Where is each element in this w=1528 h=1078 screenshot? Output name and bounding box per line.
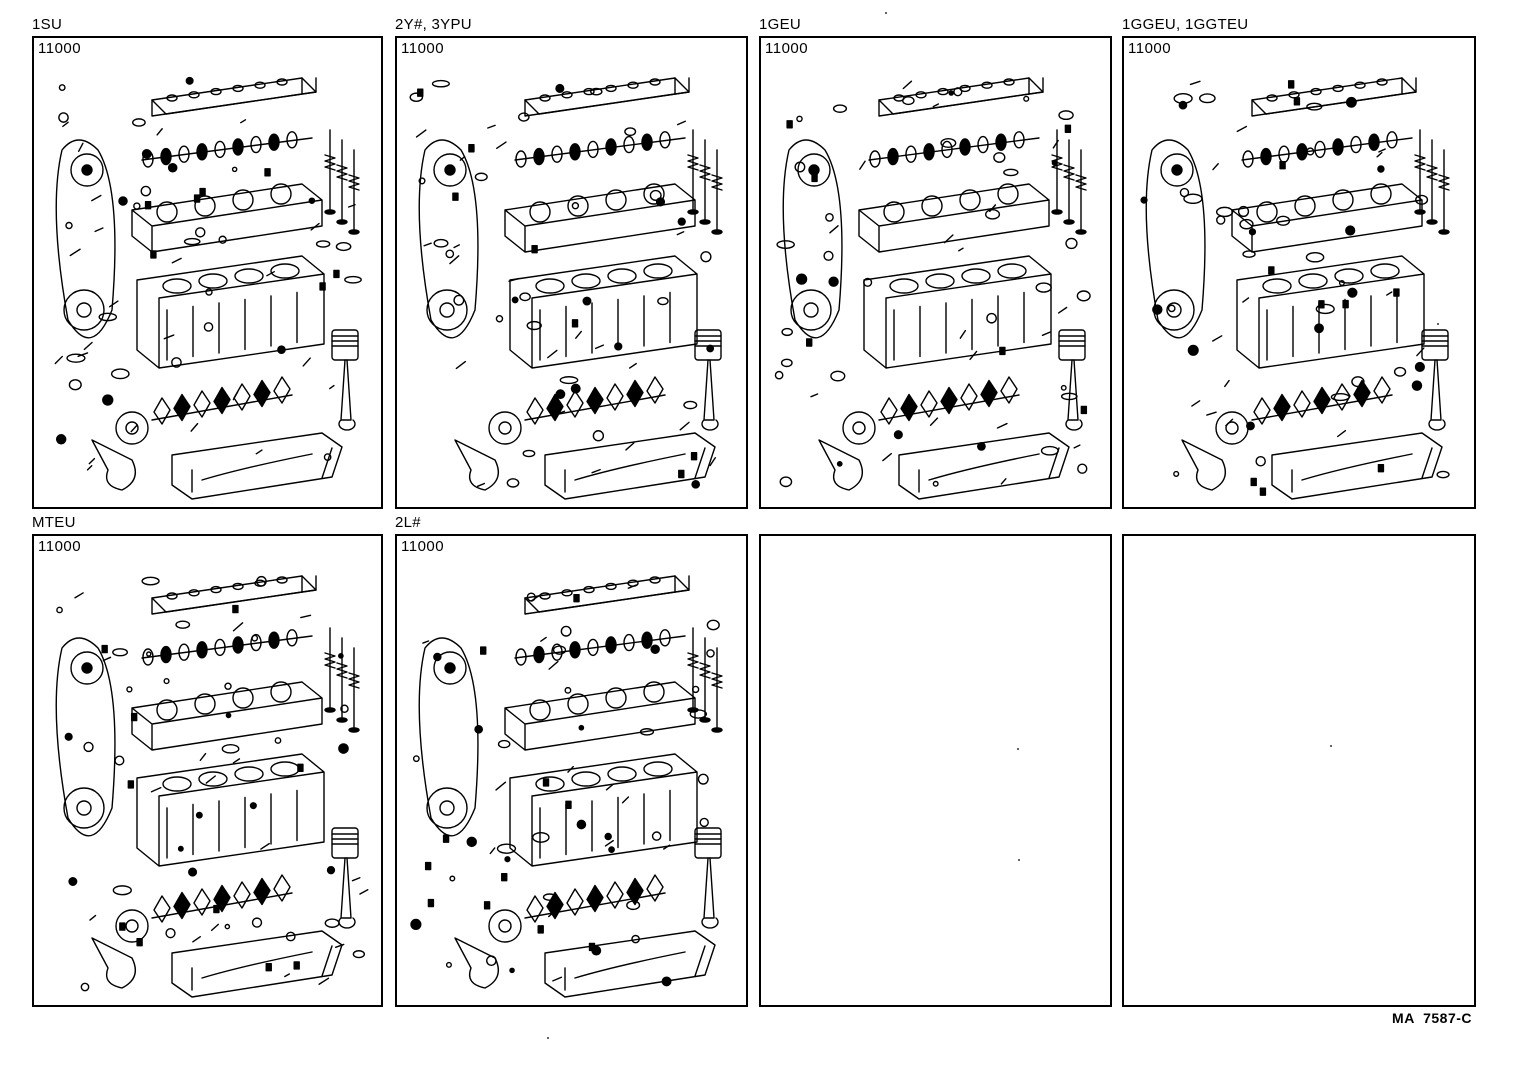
engine-assembly-illustration bbox=[42, 558, 372, 998]
scan-speck bbox=[1018, 859, 1020, 861]
scan-speck bbox=[1437, 323, 1439, 325]
engine-label: 1SU bbox=[32, 16, 63, 33]
engine-exploded-view bbox=[54, 76, 362, 500]
illustration-frame: 11000 bbox=[395, 36, 748, 509]
engine-assembly-illustration bbox=[42, 60, 372, 500]
engine-label: 1GGEU, 1GGTEU bbox=[1122, 16, 1249, 33]
illustration-frame: 11000 bbox=[759, 36, 1112, 509]
scan-speck bbox=[885, 12, 887, 14]
engine-label: MTEU bbox=[32, 514, 76, 531]
part-code: 11000 bbox=[1128, 40, 1172, 57]
illustration-frame: 11000 bbox=[32, 534, 383, 1007]
catalog-reference: MA 7587-C bbox=[1392, 1010, 1472, 1026]
engine-exploded-view bbox=[409, 77, 723, 500]
panel-1geu[interactable]: 1GEU 11000 bbox=[759, 16, 1112, 509]
panel-1su[interactable]: 1SU 11000 bbox=[32, 16, 383, 509]
illustration-frame bbox=[759, 534, 1112, 1007]
illustration-frame: 11000 bbox=[32, 36, 383, 509]
illustration-frame: 11000 bbox=[1122, 36, 1476, 509]
part-code: 11000 bbox=[401, 40, 445, 57]
engine-assembly-illustration bbox=[405, 60, 735, 500]
part-code: 11000 bbox=[38, 40, 82, 57]
engine-label: 1GEU bbox=[759, 16, 802, 33]
scan-speck bbox=[547, 1037, 549, 1039]
engine-assembly-illustration bbox=[1132, 60, 1462, 500]
part-code: 11000 bbox=[765, 40, 809, 57]
part-code: 11000 bbox=[38, 538, 82, 555]
engine-exploded-view bbox=[774, 77, 1091, 500]
panel-2y-3ypu[interactable]: 2Y#, 3YPU 11000 bbox=[395, 16, 748, 509]
engine-assembly-illustration bbox=[769, 60, 1099, 500]
engine-assembly-illustration bbox=[405, 558, 735, 998]
engine-exploded-view bbox=[1140, 77, 1450, 500]
engine-exploded-view bbox=[410, 575, 723, 998]
scan-speck bbox=[1017, 748, 1019, 750]
scan-speck bbox=[1330, 745, 1332, 747]
panel-empty-2 bbox=[1122, 514, 1476, 1007]
illustration-frame: 11000 bbox=[395, 534, 748, 1007]
illustration-frame bbox=[1122, 534, 1476, 1007]
engine-label: 2Y#, 3YPU bbox=[395, 16, 472, 33]
panel-mteu[interactable]: MTEU 11000 bbox=[32, 514, 383, 1007]
engine-label: 2L# bbox=[395, 514, 421, 531]
panel-2l[interactable]: 2L# 11000 bbox=[395, 514, 748, 1007]
engine-exploded-view bbox=[55, 575, 369, 998]
panel-empty-1 bbox=[759, 514, 1112, 1007]
part-code: 11000 bbox=[401, 538, 445, 555]
panel-1ggeu-1ggteu[interactable]: 1GGEU, 1GGTEU 11000 bbox=[1122, 16, 1476, 509]
